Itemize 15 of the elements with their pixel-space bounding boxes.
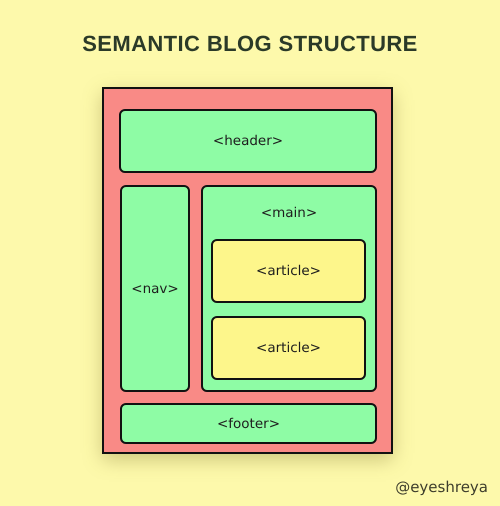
section-box	[201, 185, 377, 392]
article-box	[211, 239, 366, 303]
tag-label: <footer>	[216, 416, 282, 432]
tag-label: <article>	[255, 340, 322, 356]
tag-label: <nav>	[130, 280, 180, 296]
diagram-title: SEMANTIC BLOG STRUCTURE	[81, 31, 419, 57]
tag-label: <header>	[212, 133, 284, 149]
tag-label: <main>	[260, 205, 318, 221]
page-frame	[102, 87, 393, 454]
tag-label: <article>	[255, 263, 322, 279]
author-handle: @eyeshreya	[395, 478, 488, 496]
section-box	[120, 185, 190, 392]
section-box	[119, 109, 377, 173]
article-box	[211, 316, 366, 380]
section-box	[120, 403, 377, 444]
